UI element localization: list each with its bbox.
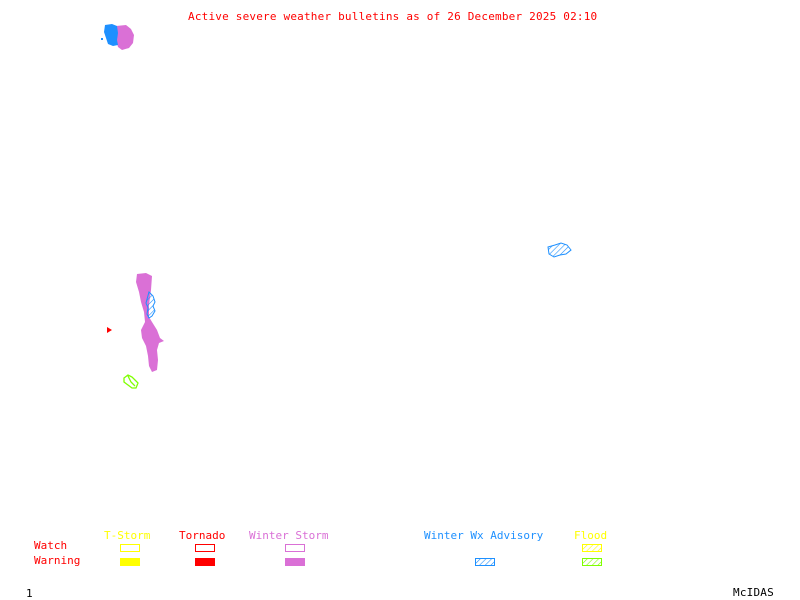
legend-winter-storm-warning-swatch (285, 558, 305, 566)
legend-flood-warning-swatch (582, 558, 602, 566)
legend-tstorm-label: T-Storm (104, 529, 151, 542)
legend-tornado-watch-swatch (195, 544, 215, 552)
legend-tornado-warning-swatch (195, 558, 215, 566)
mcidas-brand: McIDAS (733, 586, 774, 599)
winter-wx-advisory-northwest (104, 24, 118, 46)
legend-winter-wx-advisory-label: Winter Wx Advisory (424, 529, 544, 542)
winter-storm-warning-northwest (116, 25, 134, 50)
winter-wx-advisory-east (547, 242, 572, 258)
flood-warning-southwest (123, 374, 139, 389)
winter-wx-advisory-dot (101, 38, 103, 40)
winter-storm-warning-west (136, 273, 164, 372)
legend-tstorm-watch-swatch (120, 544, 140, 552)
legend-winter-storm-label: Winter Storm (249, 529, 329, 542)
bulletin-title: Active severe weather bulletins as of 26… (188, 10, 598, 23)
legend-winter-storm-watch-swatch (285, 544, 305, 552)
winter-wx-advisory-west (145, 291, 156, 319)
legend-flood-watch-swatch (582, 544, 602, 552)
legend-tornado-label: Tornado (179, 529, 226, 542)
frame-number: 1 (26, 587, 33, 600)
legend-winter-wx-advisory-swatch (475, 558, 495, 566)
legend-tstorm-warning-swatch (120, 558, 140, 566)
tornado-warning-west (107, 327, 112, 333)
legend-flood-label: Flood (574, 529, 608, 542)
legend-watch-label: Watch (34, 539, 68, 552)
legend-warning-label: Warning (34, 554, 81, 567)
